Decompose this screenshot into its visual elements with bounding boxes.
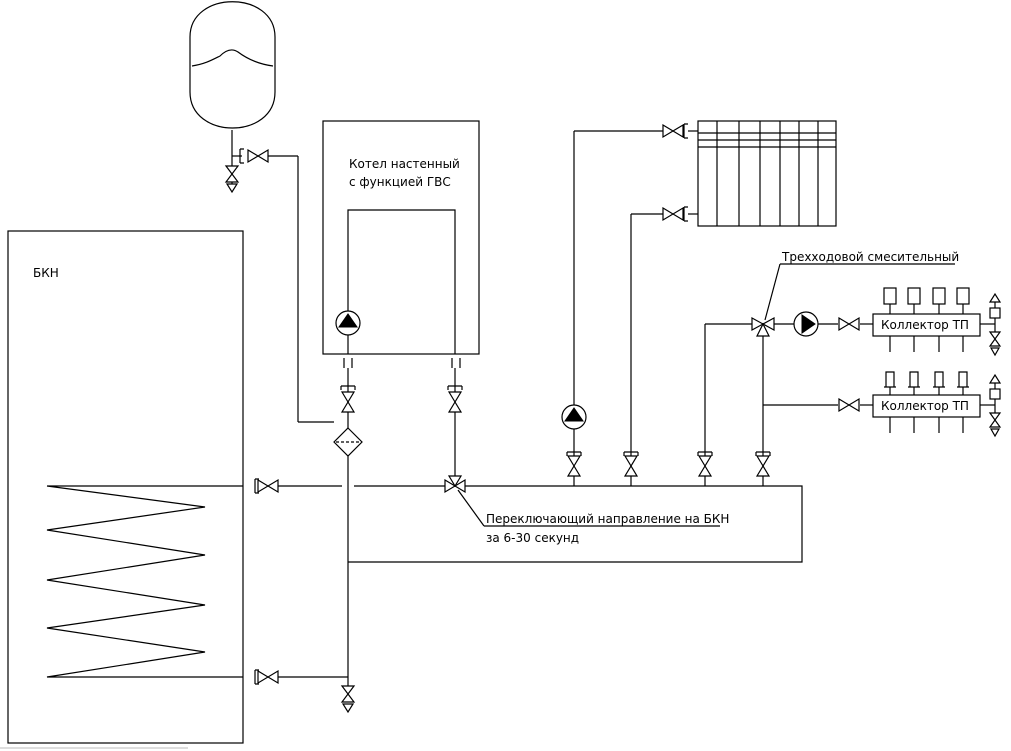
radiator-icon <box>697 120 837 227</box>
boiler-internal-circuit <box>347 209 456 354</box>
switching-label-line2: за 6-30 секунд <box>486 531 579 545</box>
tank-bkn-label: БКН <box>33 266 59 280</box>
radiator-circuit <box>566 123 698 486</box>
collector-bottom-air-drain <box>988 373 1002 438</box>
tank-supply-line <box>254 478 445 494</box>
radiator-pump-icon <box>561 404 587 430</box>
expansion-tank <box>189 1 276 129</box>
floor-heating-circuit <box>697 317 873 486</box>
boiler-title-line1: Котел настенный <box>349 157 460 171</box>
boiler-box <box>322 120 480 355</box>
distributor-header <box>348 485 803 563</box>
mixing-leader <box>764 263 781 321</box>
switching-label-line1: Переключающий направление на БКН <box>486 512 729 526</box>
tank-return-line <box>254 456 355 713</box>
floor-pump-icon <box>793 311 819 337</box>
tank-bkn <box>7 230 244 744</box>
mixing-valve-label: Трехходовой смесительный <box>781 250 959 264</box>
collector-bottom <box>872 371 995 433</box>
switching-leader <box>457 489 485 527</box>
collector-bottom-label: Коллектор ТП <box>881 399 969 413</box>
three-way-mixing-valve-icon <box>751 316 775 337</box>
tank-coil <box>46 485 243 678</box>
expansion-tank-piping <box>225 130 334 423</box>
boiler-outlets <box>340 358 463 476</box>
filter-icon <box>333 427 363 457</box>
three-way-switching-valve-icon <box>444 475 466 494</box>
collector-top-label: Коллектор ТП <box>881 318 969 332</box>
collector-top <box>872 287 995 352</box>
collector-top-air-drain <box>988 292 1002 357</box>
boiler-pump-icon <box>335 310 361 336</box>
boiler-title-line2: с функцией ГВС <box>349 175 451 189</box>
